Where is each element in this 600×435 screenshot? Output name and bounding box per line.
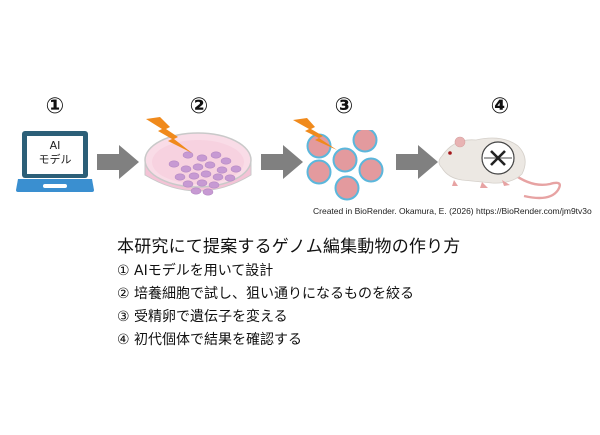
petri-dish-icon: [142, 115, 254, 205]
arrow-icon: [97, 145, 139, 183]
step-number-4: ④: [490, 94, 510, 119]
credit-text: Created in BioRender. Okamura, E. (2026)…: [313, 206, 592, 216]
step-description-1: ① AIモデルを用いて設計: [117, 263, 274, 279]
knockout-mouse-icon: [432, 128, 572, 208]
arrow-icon: [396, 145, 438, 183]
step-number-1: ①: [45, 94, 65, 119]
step-description-3: ③ 受精卵で遺伝子を変える: [117, 309, 288, 325]
step-description-4: ④ 初代個体で結果を確認する: [117, 332, 303, 348]
step-number-2: ②: [189, 94, 209, 119]
screen-text-ai: AI: [49, 139, 61, 152]
laptop-icon: [15, 130, 95, 192]
lightning-icon: [146, 117, 194, 159]
laptop-screen-text: AI モデル: [27, 139, 83, 167]
fertilized-eggs-icon: [305, 127, 400, 210]
step-number-3: ③: [334, 94, 354, 119]
description-title: 本研究にて提案するゲノム編集動物の作り方: [117, 237, 461, 257]
screen-text-model: モデル: [38, 153, 72, 166]
arrow-icon: [261, 145, 303, 183]
lightning-icon: [293, 118, 341, 156]
step-description-2: ② 培養細胞で試し、狙い通りになるものを絞る: [117, 286, 414, 302]
